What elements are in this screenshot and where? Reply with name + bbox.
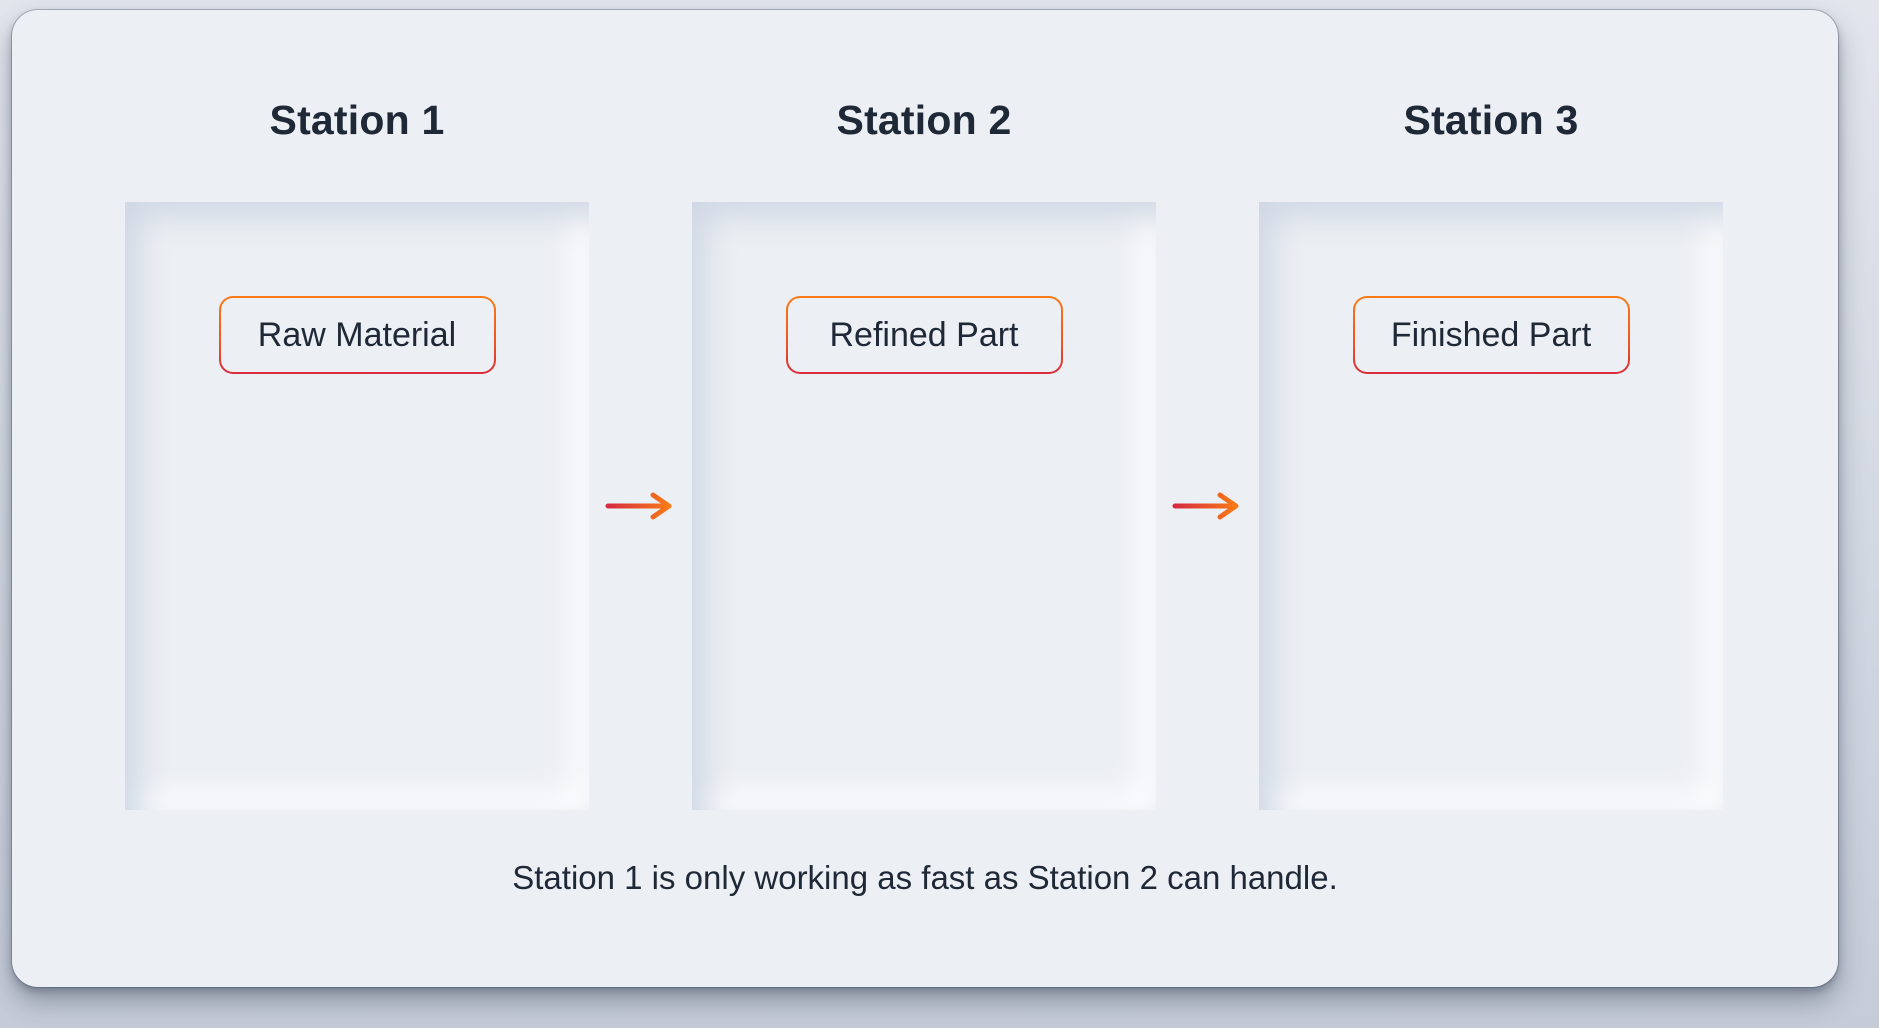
station-2-title: Station 2 bbox=[836, 97, 1012, 143]
diagram-card: Station 1 Station 2 Station 3 Raw Materi… bbox=[12, 10, 1838, 987]
station-1-title: Station 1 bbox=[269, 97, 445, 143]
finished-part-chip-label: Finished Part bbox=[1354, 298, 1628, 372]
refined-part-chip: Refined Part bbox=[785, 296, 1063, 374]
finished-part-chip: Finished Part bbox=[1352, 296, 1630, 374]
station-3-title: Station 3 bbox=[1403, 97, 1579, 143]
refined-part-chip-label: Refined Part bbox=[787, 298, 1061, 372]
flow-arrow-icon bbox=[605, 492, 672, 520]
bottleneck-caption: Station 1 is only working as fast as Sta… bbox=[512, 859, 1338, 896]
raw-material-chip-label: Raw Material bbox=[220, 298, 494, 372]
station-3-box: Finished Part bbox=[1259, 202, 1723, 810]
station-1-box: Raw Material bbox=[125, 202, 589, 810]
flow-arrow-icon bbox=[1172, 492, 1239, 520]
station-2-box: Refined Part bbox=[692, 202, 1156, 810]
raw-material-chip: Raw Material bbox=[218, 296, 496, 374]
